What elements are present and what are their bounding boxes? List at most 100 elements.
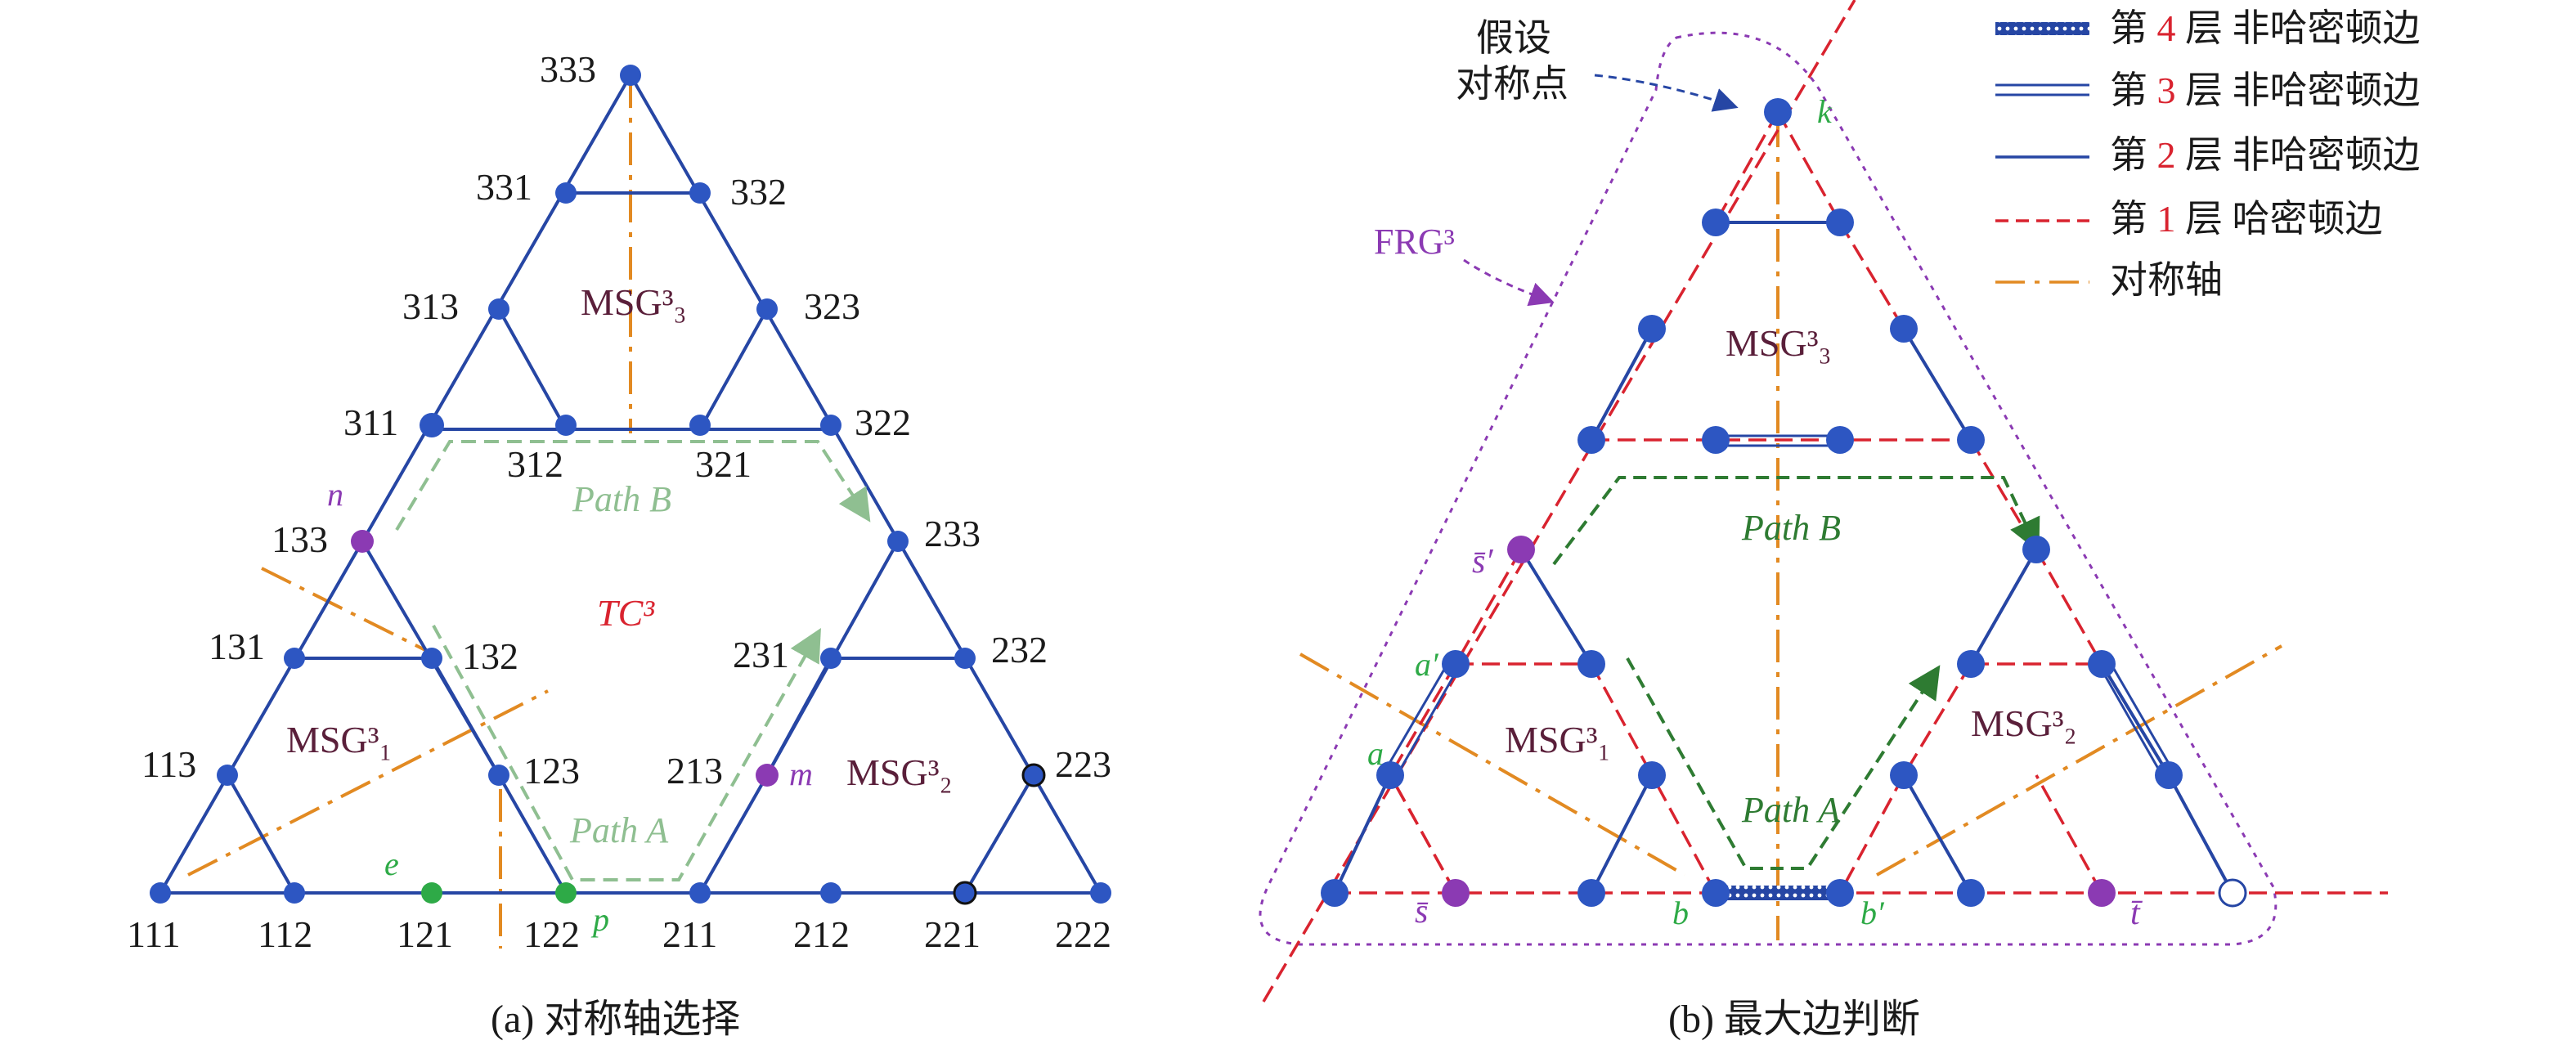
vertex-b11	[1577, 650, 1605, 678]
label-232: 232	[991, 629, 1048, 671]
vertex-b4	[1890, 315, 1918, 343]
vertex-311	[420, 413, 444, 437]
label-b: b	[1672, 895, 1689, 931]
vertex-331	[555, 182, 577, 204]
frg-enclosure	[1259, 31, 2278, 946]
path-a-a	[432, 625, 821, 881]
vertex-211	[689, 882, 711, 904]
path-b-label-a: Path B	[572, 479, 671, 519]
label-231: 231	[733, 634, 789, 675]
vertices-b	[1321, 98, 2183, 907]
vertex-231	[820, 648, 841, 669]
label-132: 132	[462, 635, 518, 677]
label-t: t̄	[2130, 895, 2143, 932]
hypo-line2: 对称点	[1456, 63, 1568, 105]
vertex-133-n	[351, 530, 374, 553]
vertex-b15	[1638, 761, 1666, 789]
vertex-333	[620, 65, 641, 86]
svg-text:第 3 层 非哈密顿边: 第 3 层 非哈密顿边	[2110, 70, 2421, 111]
vertex-232	[954, 648, 976, 669]
vertex-b13	[2088, 650, 2116, 678]
vertex-b8	[1957, 426, 1985, 454]
msg3-label-a: MSG³₃	[581, 281, 687, 323]
label-112: 112	[258, 913, 312, 955]
svg-text:对称轴: 对称轴	[2110, 259, 2223, 301]
label-a-prime: a′	[1415, 646, 1439, 683]
vertex-t	[2088, 879, 2116, 907]
label-113: 113	[141, 743, 196, 785]
tc3-label: TC³	[597, 592, 655, 634]
vertex-113	[217, 765, 238, 786]
msg2-label-a: MSG³₂	[846, 751, 953, 793]
vertex-b-right	[1826, 879, 1854, 907]
msg2-label-b: MSG³₂	[1971, 702, 2077, 744]
label-222: 222	[1055, 913, 1111, 955]
vertex-111	[150, 882, 171, 904]
vertex-321	[689, 415, 711, 436]
vertex-b10	[1442, 650, 1470, 678]
vertex-121-e	[421, 882, 442, 904]
vertex-b1	[1702, 209, 1730, 236]
vertex-b9	[2022, 536, 2050, 563]
vertex-b5	[1577, 426, 1605, 454]
vertex-k	[1764, 98, 1792, 126]
label-e: e	[384, 845, 399, 882]
vertex-131	[284, 648, 305, 669]
path-a-label-a: Path A	[569, 810, 669, 850]
layer3-edges	[1384, 434, 2175, 779]
vertices-a	[150, 65, 1111, 904]
label-n: n	[327, 476, 343, 513]
vertex-s-prime	[1507, 536, 1535, 563]
vertex-213-m	[756, 764, 779, 787]
path-b-label-b: Path B	[1741, 508, 1841, 548]
vertex-123	[488, 765, 509, 786]
hypo-arrow	[1594, 74, 1739, 112]
caption-a: (a) 对称轴选择	[491, 998, 740, 1041]
vertex-b16	[1890, 761, 1918, 789]
vertex-223	[1021, 763, 1046, 787]
symmetry-axes-a	[187, 75, 632, 949]
vertex-b12	[1957, 650, 1985, 678]
vertex-open	[2218, 878, 2247, 908]
vertex-112	[284, 882, 305, 904]
vertex-b3	[1638, 315, 1666, 343]
vertex-b6	[1702, 426, 1730, 454]
label-211: 211	[662, 913, 717, 955]
label-223: 223	[1055, 743, 1111, 785]
vertex-b19	[1577, 879, 1605, 907]
layer4-edge	[1716, 886, 1840, 900]
frg-label: FRG³	[1374, 222, 1455, 262]
label-312: 312	[507, 443, 563, 485]
path-a-b	[1626, 657, 1941, 870]
vertex-b-left	[1702, 879, 1730, 907]
legend: 第 4 层 非哈密顿边 第 3 层 非哈密顿边 第 2 层 非哈密顿边 第 1 …	[1995, 7, 2421, 301]
label-111: 111	[127, 913, 181, 955]
legend-item-axis: 对称轴	[1995, 259, 2223, 301]
vertex-b20	[1957, 879, 1985, 907]
vertex-313	[488, 298, 509, 320]
vertex-221	[953, 881, 977, 905]
legend-item-layer1: 第 1 层 哈密顿边	[1995, 198, 2383, 240]
svg-text:第 4 层 非哈密顿边: 第 4 层 非哈密顿边	[2110, 7, 2421, 49]
label-131: 131	[209, 626, 265, 667]
vertex-122-p	[555, 882, 577, 904]
label-233: 233	[924, 513, 981, 554]
vertex-b17	[2155, 761, 2183, 789]
label-p: p	[590, 901, 609, 938]
panel-a: 333 331 332 313 323 311 312 321 322 133 …	[127, 48, 1111, 1041]
label-121: 121	[397, 913, 453, 955]
panel-b: 假设 对称点 FRG³ k s̄′ a′ a s̄ b b′ t̄ MSG³₃ …	[1259, 0, 2388, 1041]
label-212: 212	[793, 913, 850, 955]
label-323: 323	[804, 285, 860, 327]
label-331: 331	[476, 166, 532, 208]
label-322: 322	[855, 401, 911, 443]
svg-text:第 1 层 哈密顿边: 第 1 层 哈密顿边	[2110, 198, 2383, 240]
label-311: 311	[343, 401, 398, 443]
vertex-312	[555, 415, 577, 436]
vertex-233	[887, 531, 909, 552]
svg-text:第 2 层 非哈密顿边: 第 2 层 非哈密顿边	[2110, 134, 2421, 176]
legend-item-layer3: 第 3 层 非哈密顿边	[1995, 70, 2421, 111]
vertex-s	[1442, 879, 1470, 907]
label-133: 133	[272, 518, 328, 560]
